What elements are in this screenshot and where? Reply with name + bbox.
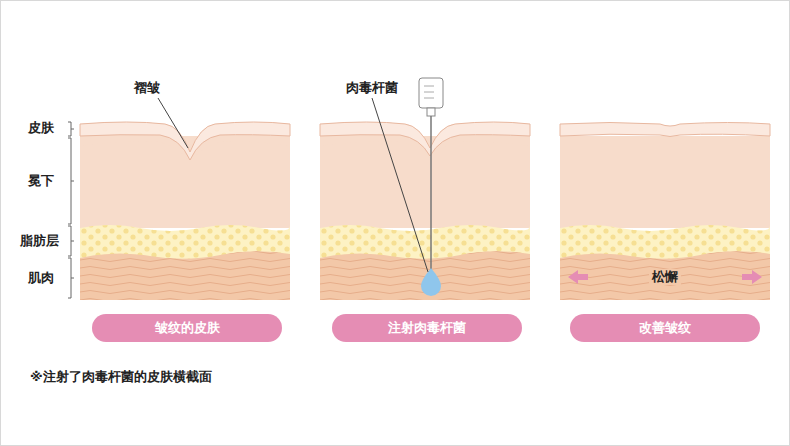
layer-name: 冕下 bbox=[28, 173, 54, 189]
caption-pill: 皱纹的皮肤 bbox=[92, 314, 282, 342]
caption-pill: 改善皱纹 bbox=[570, 314, 760, 342]
layer-name: 肌肉 bbox=[28, 270, 54, 286]
pill-text: 注射肉毒杆菌 bbox=[388, 319, 466, 337]
layer-name: 脂肪层 bbox=[20, 233, 59, 249]
caption-pill: 注射肉毒杆菌 bbox=[332, 314, 522, 342]
callout-label: 褶皱 bbox=[134, 80, 160, 96]
state-label: 松懈 bbox=[649, 269, 681, 285]
note: ※注射了肉毒杆菌的皮肤横截面 bbox=[30, 369, 212, 385]
pill-text: 皱纹的皮肤 bbox=[155, 319, 220, 337]
layer-name: 皮肤 bbox=[28, 120, 54, 136]
callout-label: 肉毒杆菌 bbox=[346, 80, 398, 96]
pill-text: 改善皱纹 bbox=[639, 319, 691, 337]
